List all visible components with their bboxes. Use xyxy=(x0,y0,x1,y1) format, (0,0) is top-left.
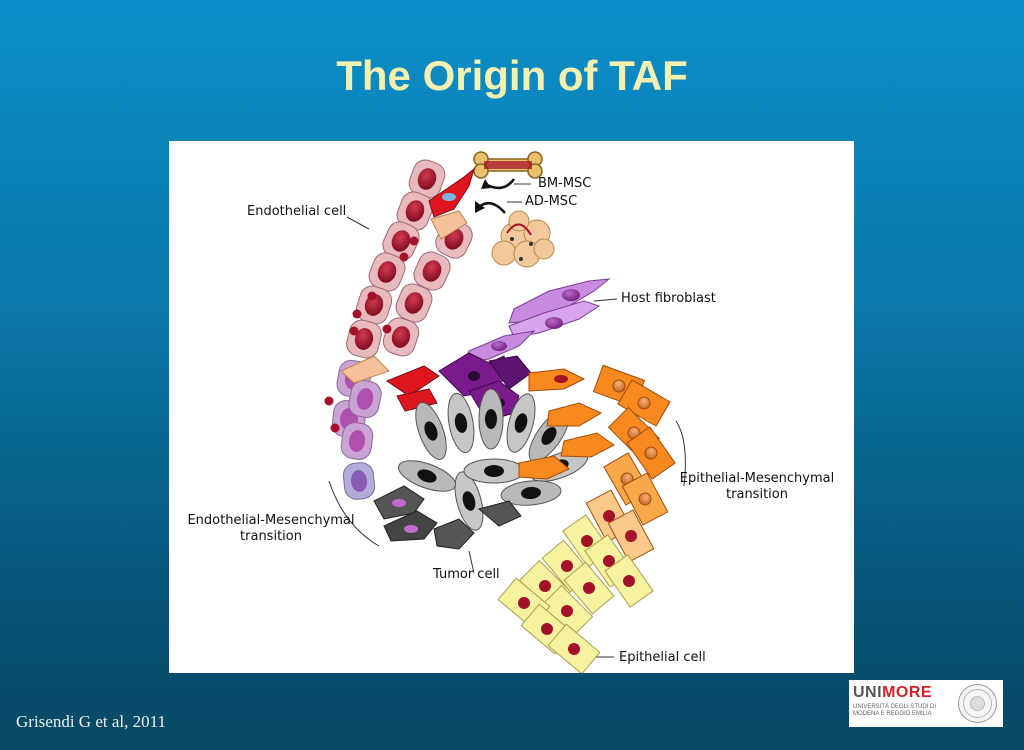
logo-subtitle: UNIVERSITÀ DEGLI STUDI DI MODENA E REGGI… xyxy=(853,704,945,718)
bone-icon xyxy=(473,151,543,179)
leader-lines xyxy=(328,183,686,658)
label-tumor-cell: Tumor cell xyxy=(433,567,500,582)
university-seal-icon xyxy=(958,684,997,723)
label-endomt: Endothelial-Mesenchymal transition xyxy=(175,513,367,545)
unimore-logo: UNIMORE UNIVERSITÀ DEGLI STUDI DI MODENA… xyxy=(849,680,1003,727)
taf-origin-diagram: BM-MSC AD-MSC Endothelial cell Host fibr… xyxy=(169,141,854,673)
endothelial-vessel-right xyxy=(340,219,473,500)
blood-cells xyxy=(324,236,419,433)
orange-epithelium xyxy=(585,364,676,563)
emt-cells xyxy=(518,368,615,480)
label-emt-line2: transition xyxy=(726,487,788,502)
epithelial-sheet xyxy=(497,514,654,673)
bm-msc-arrow-icon xyxy=(481,178,516,190)
citation: Grisendi G et al, 2011 xyxy=(16,712,166,731)
label-endomt-line2: transition xyxy=(240,529,302,544)
adipose-tissue-icon xyxy=(491,210,555,268)
logo-subtitle-line1: UNIVERSITÀ DEGLI STUDI DI xyxy=(853,704,937,710)
label-emt-line1: Epithelial-Mesenchymal xyxy=(679,471,835,486)
logo-wordmark: UNIMORE xyxy=(853,684,932,702)
msc-cells xyxy=(340,167,475,412)
host-fibroblasts xyxy=(463,278,611,364)
diagram-artwork xyxy=(324,151,686,673)
label-endomt-line1: Endothelial-Mesenchymal xyxy=(187,513,355,528)
ad-msc-arrow-icon xyxy=(475,201,506,214)
endomt-cells xyxy=(373,485,522,550)
label-ad-msc: AD-MSC xyxy=(525,194,578,209)
label-epithelial-cell: Epithelial cell xyxy=(619,650,706,665)
label-emt: Epithelial-Mesenchymal transition xyxy=(671,471,843,503)
logo-subtitle-line2: MODENA E REGGIO EMILIA xyxy=(853,711,932,717)
endothelial-vessel-left xyxy=(331,159,446,438)
label-endothelial-cell: Endothelial cell xyxy=(247,204,347,219)
slide-title: The Origin of TAF xyxy=(336,52,688,99)
label-host-fibroblast: Host fibroblast xyxy=(621,291,716,306)
label-bm-msc: BM-MSC xyxy=(538,176,592,191)
logo-more-text: MORE xyxy=(882,684,933,701)
logo-uni-text: UNI xyxy=(853,684,883,701)
